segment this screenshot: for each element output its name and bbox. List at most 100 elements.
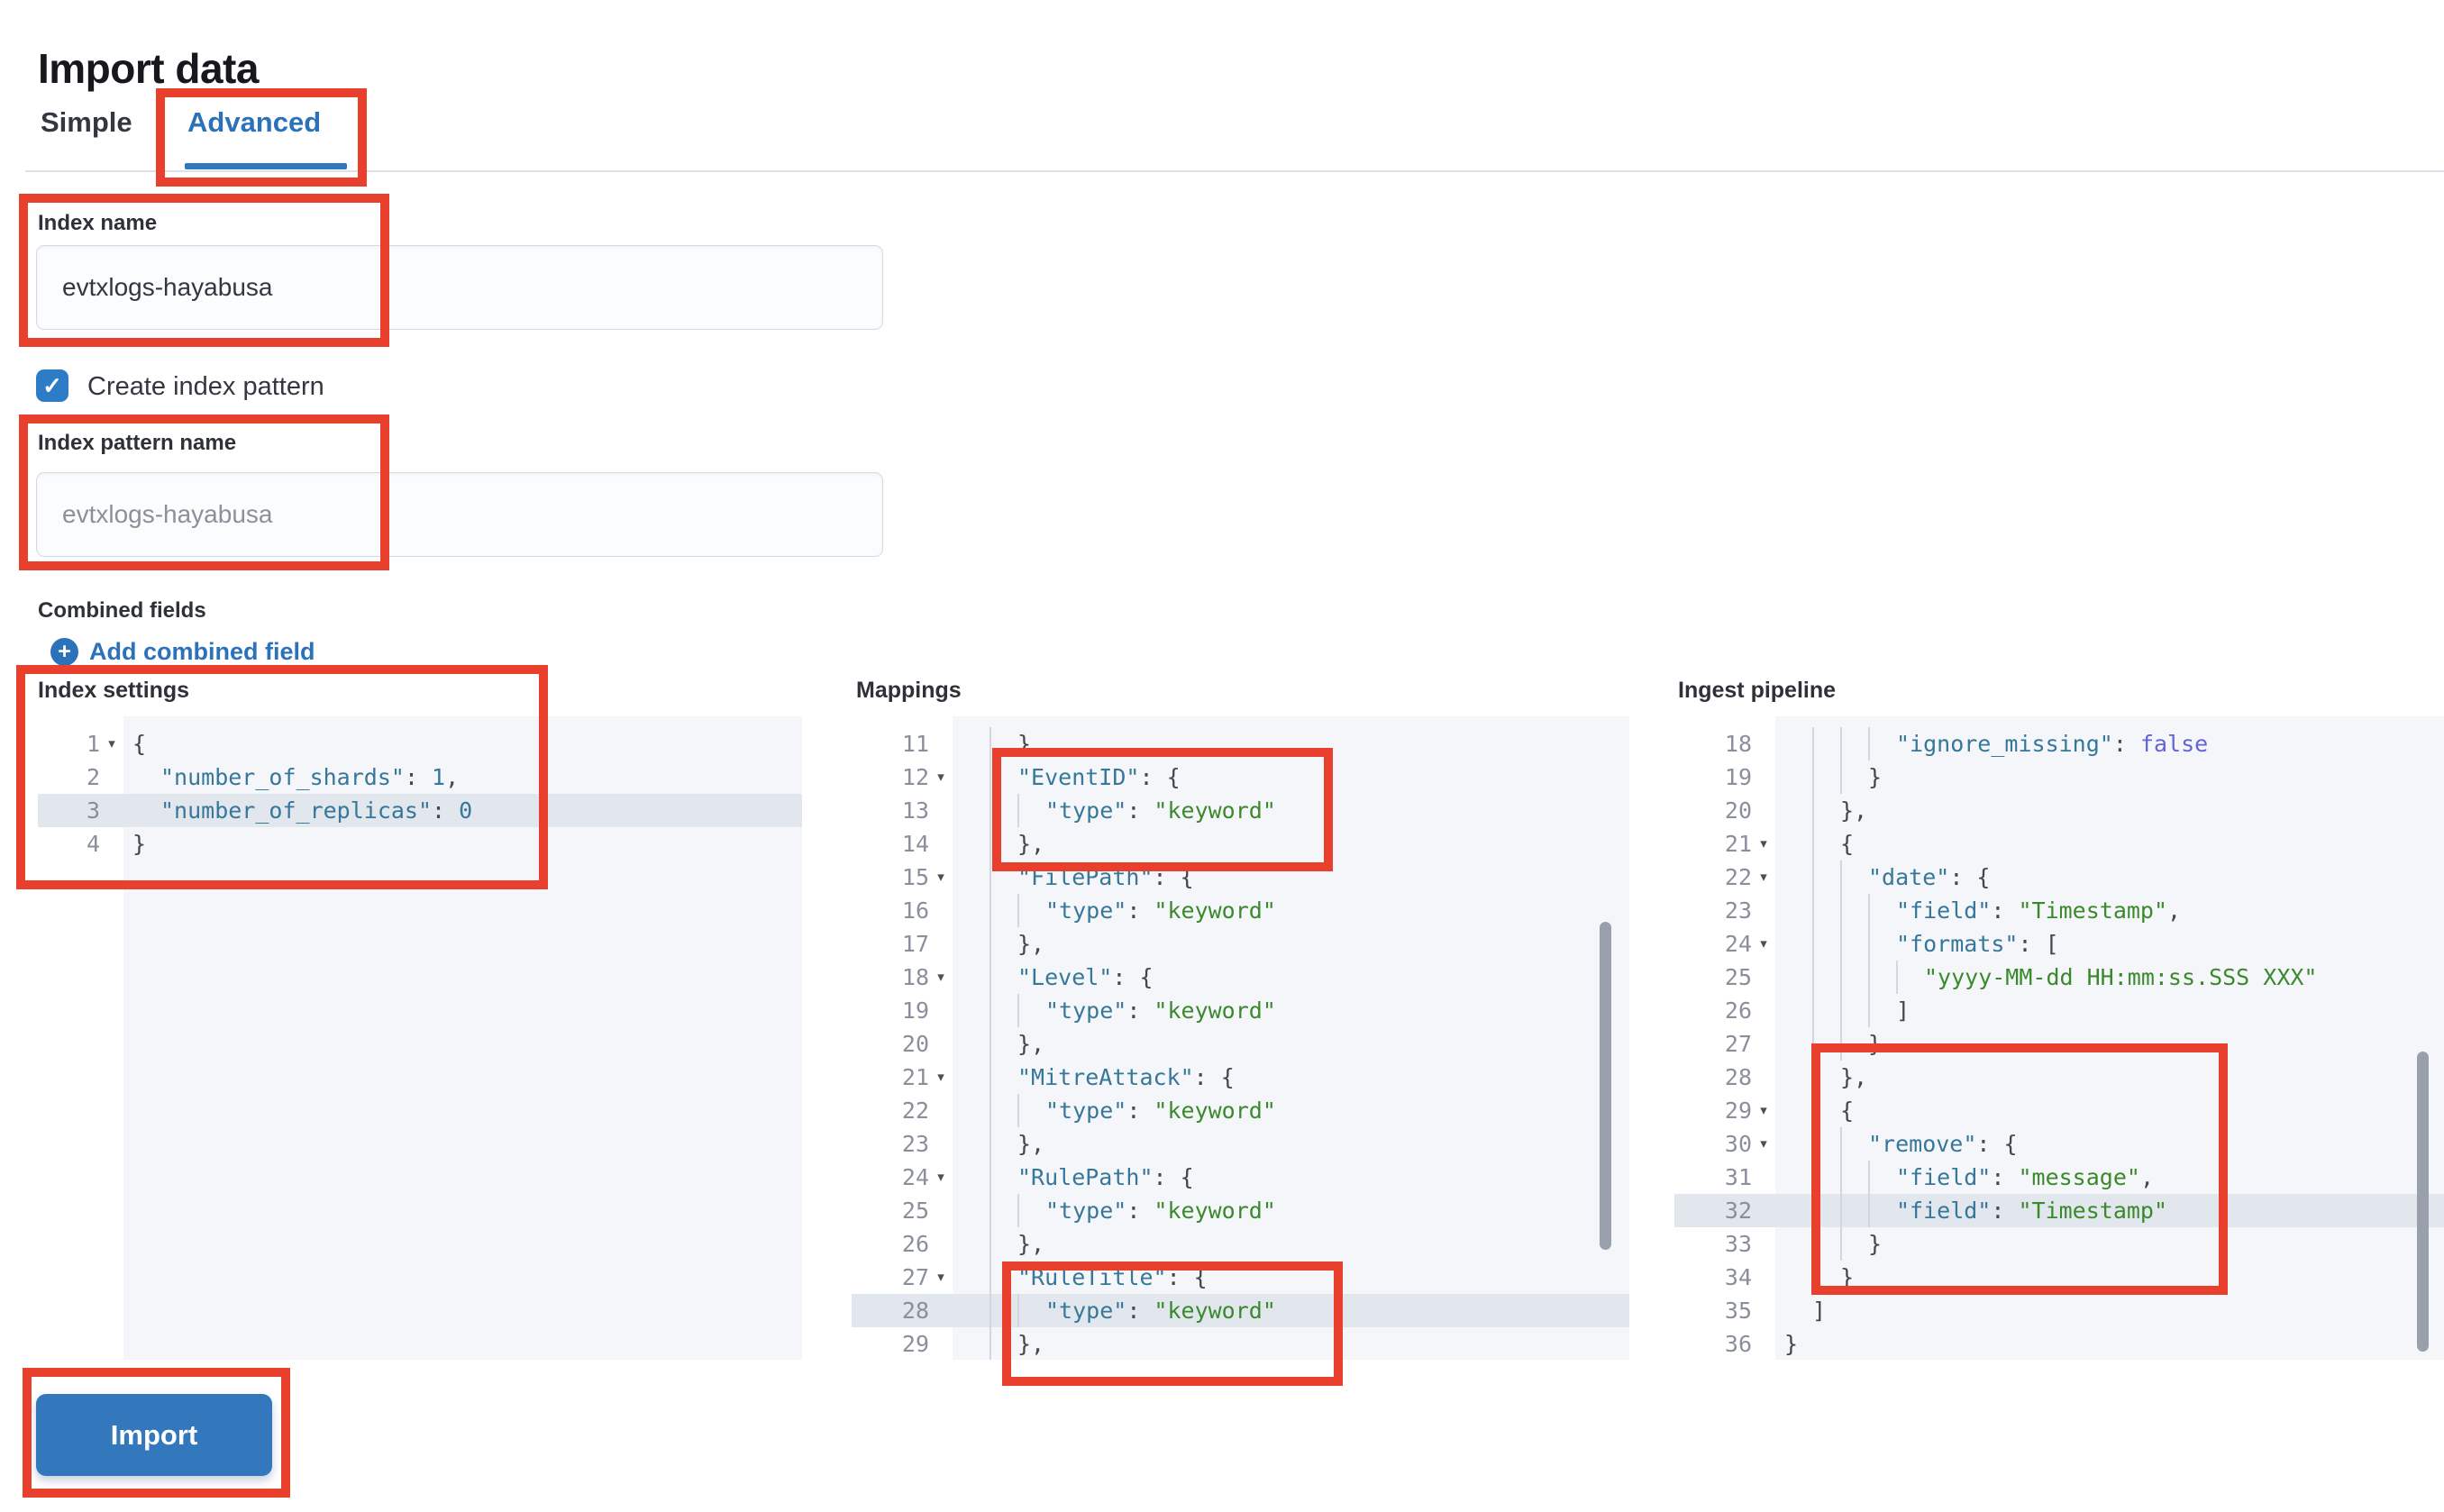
index-pattern-name-label: Index pattern name xyxy=(38,431,237,455)
code-line-content: "field": "message", xyxy=(1775,1161,2444,1194)
line-number: 30 xyxy=(1724,1131,1752,1157)
code-line-content: "type": "keyword" xyxy=(953,1294,1629,1327)
indent-guide xyxy=(1840,994,1868,1027)
line-number: 18 xyxy=(1724,731,1752,757)
code-line: 27} xyxy=(1674,1027,2444,1061)
line-number: 24 xyxy=(1724,931,1752,957)
code-line-content: }, xyxy=(953,1327,1629,1360)
line-number: 4 xyxy=(86,831,100,857)
add-combined-field-link[interactable]: + Add combined field xyxy=(50,638,315,666)
line-number: 26 xyxy=(901,1231,929,1257)
fold-spacer xyxy=(1752,1027,1775,1061)
indent-guide xyxy=(989,1194,1017,1227)
fold-toggle-icon[interactable]: ▾ xyxy=(1760,1135,1767,1152)
line-number: 31 xyxy=(1724,1164,1752,1190)
indent-guide xyxy=(1840,1227,1868,1261)
indent-guide xyxy=(989,1027,1017,1061)
tabs-divider xyxy=(25,170,2444,172)
index-settings-editor[interactable]: 1▾{2"number_of_shards": 1,3"number_of_re… xyxy=(38,716,802,1360)
code-line: 14}, xyxy=(852,827,1629,861)
indent-guide xyxy=(1812,961,1840,994)
line-number: 27 xyxy=(1724,1031,1752,1057)
fold-toggle-icon[interactable]: ▾ xyxy=(1760,1102,1767,1118)
code-line: 23}, xyxy=(852,1127,1629,1161)
code-line-content: } xyxy=(132,831,147,857)
code-line: 11}, xyxy=(852,727,1629,761)
index-pattern-name-input[interactable] xyxy=(36,472,883,557)
fold-toggle-icon[interactable]: ▾ xyxy=(1760,935,1767,952)
add-combined-field-label: Add combined field xyxy=(89,638,315,665)
fold-spacer xyxy=(929,1294,953,1327)
indent-guide xyxy=(1812,761,1840,794)
indent-guide xyxy=(989,1327,1017,1360)
tab-advanced[interactable]: Advanced xyxy=(187,106,322,138)
fold-toggle-icon[interactable]: ▾ xyxy=(937,769,944,785)
line-number: 16 xyxy=(901,897,929,924)
indent-guide xyxy=(989,894,1017,927)
code-line: 31 "field": "message", xyxy=(1674,1161,2444,1194)
indent-guide xyxy=(989,761,1017,794)
code-line-content: "field": "Timestamp" xyxy=(1775,1194,2444,1227)
tab-simple[interactable]: Simple xyxy=(41,106,132,138)
indent-guide xyxy=(1812,1027,1840,1061)
indent-guide xyxy=(1868,727,1896,761)
indent-guide xyxy=(989,1294,1017,1327)
fold-toggle-icon[interactable]: ▾ xyxy=(1760,835,1767,852)
ingest-pipeline-label: Ingest pipeline xyxy=(1678,678,1837,703)
indent-guide xyxy=(1840,894,1868,927)
line-number: 29 xyxy=(1724,1098,1752,1124)
fold-toggle-icon[interactable]: ▾ xyxy=(937,969,944,985)
fold-spacer xyxy=(100,827,123,861)
code-line: 20}, xyxy=(1674,794,2444,827)
indent-guide xyxy=(1017,894,1045,927)
line-number: 26 xyxy=(1724,997,1752,1024)
fold-toggle-icon[interactable]: ▾ xyxy=(937,1269,944,1285)
indent-guide xyxy=(989,1061,1017,1094)
code-line-content: "number_of_shards": 1, xyxy=(160,764,460,790)
fold-spacer xyxy=(1752,961,1775,994)
fold-spacer xyxy=(929,827,953,861)
code-line-content: { xyxy=(1775,827,2444,861)
indent-guide xyxy=(1868,994,1896,1027)
code-line-content: "remove": { xyxy=(1775,1127,2444,1161)
code-line-content: ] xyxy=(1775,994,2444,1027)
code-line-content: "type": "keyword" xyxy=(953,894,1629,927)
fold-spacer xyxy=(1752,1061,1775,1094)
line-number: 32 xyxy=(1724,1198,1752,1224)
code-line: 13"type": "keyword" xyxy=(852,794,1629,827)
indent-guide xyxy=(1840,1194,1868,1227)
line-number: 23 xyxy=(1724,897,1752,924)
fold-toggle-icon[interactable]: ▾ xyxy=(937,1069,944,1085)
code-line: 19} xyxy=(1674,761,2444,794)
code-line-content: ] xyxy=(1812,1298,1827,1324)
line-number: 24 xyxy=(901,1164,929,1190)
code-line: 28"type": "keyword" xyxy=(852,1294,1629,1327)
indent-guide xyxy=(989,861,1017,894)
line-number: 35 xyxy=(1724,1298,1752,1324)
mappings-editor[interactable]: 11},12▾"EventID": {13"type": "keyword"14… xyxy=(852,716,1629,1360)
fold-spacer xyxy=(1752,794,1775,827)
line-number: 34 xyxy=(1724,1264,1752,1290)
fold-spacer xyxy=(1752,894,1775,927)
mappings-scrollbar-thumb[interactable] xyxy=(1600,922,1611,1250)
import-button[interactable]: Import xyxy=(36,1394,272,1476)
indent-guide xyxy=(1868,961,1896,994)
fold-toggle-icon[interactable]: ▾ xyxy=(937,1169,944,1185)
fold-toggle-icon[interactable]: ▾ xyxy=(108,735,115,751)
fold-spacer xyxy=(100,761,123,794)
indent-guide xyxy=(1812,994,1840,1027)
page-title: Import data xyxy=(38,44,259,92)
create-index-pattern-checkbox[interactable]: ✓ xyxy=(36,369,68,402)
code-line: 15▾"FilePath": { xyxy=(852,861,1629,894)
fold-toggle-icon[interactable]: ▾ xyxy=(937,869,944,885)
fold-spacer xyxy=(929,1227,953,1261)
indent-guide xyxy=(989,727,1017,761)
ingest-scrollbar-thumb[interactable] xyxy=(2417,1052,2429,1352)
fold-toggle-icon[interactable]: ▾ xyxy=(1760,869,1767,885)
line-number: 33 xyxy=(1724,1231,1752,1257)
line-number: 2 xyxy=(86,764,100,790)
code-line-content: "RuleTitle": { xyxy=(953,1261,1629,1294)
index-name-input[interactable] xyxy=(36,245,883,330)
code-line-content: }, xyxy=(953,1227,1629,1261)
